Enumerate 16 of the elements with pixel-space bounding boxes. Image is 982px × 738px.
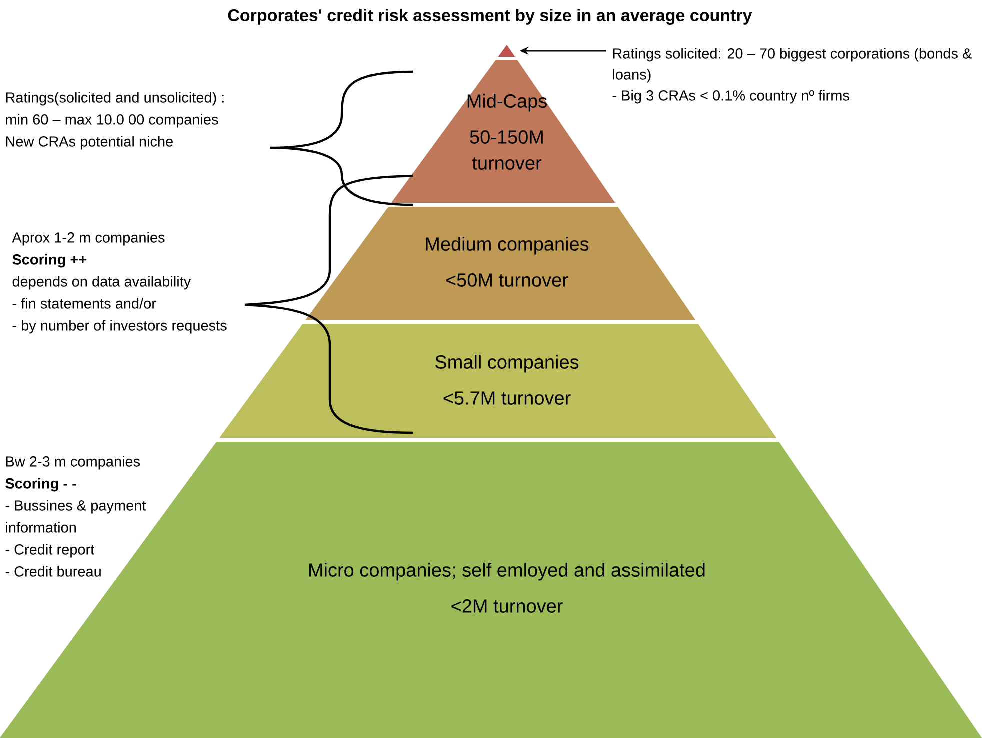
note-text: - Bussines & payment information — [6, 500, 146, 533]
note-text: - fin statements and/or — [12, 298, 156, 309]
note-text: Scoring ++ — [12, 254, 87, 268]
pyramid-tier: Medium companies <50M turnover — [306, 207, 696, 320]
callout-text: Ratings solicited: 20 – 70 biggest corporations (bonds & loans) - Big 3 CRAs < 0.1% country nº firms — [612, 48, 972, 104]
note-text: depends on data availability — [12, 276, 192, 290]
note-text: Bw 2-3 m companies — [6, 456, 140, 470]
pyramid-apex — [498, 45, 516, 57]
note-text: - Credit report — [6, 544, 95, 558]
title: Corporates' credit risk assessment by size in an average country — [228, 9, 752, 25]
note-text: Scoring - - — [6, 478, 76, 492]
note-text: - Credit bureau — [6, 566, 101, 577]
note-text: Ratings(solicited and unsolicited) : — [6, 92, 224, 106]
note-text: min 60 – max 10.0 00 companies — [6, 114, 218, 128]
note-text: Aprox 1-2 m companies — [12, 232, 165, 246]
note-text: New CRAs potential niche — [6, 136, 173, 150]
